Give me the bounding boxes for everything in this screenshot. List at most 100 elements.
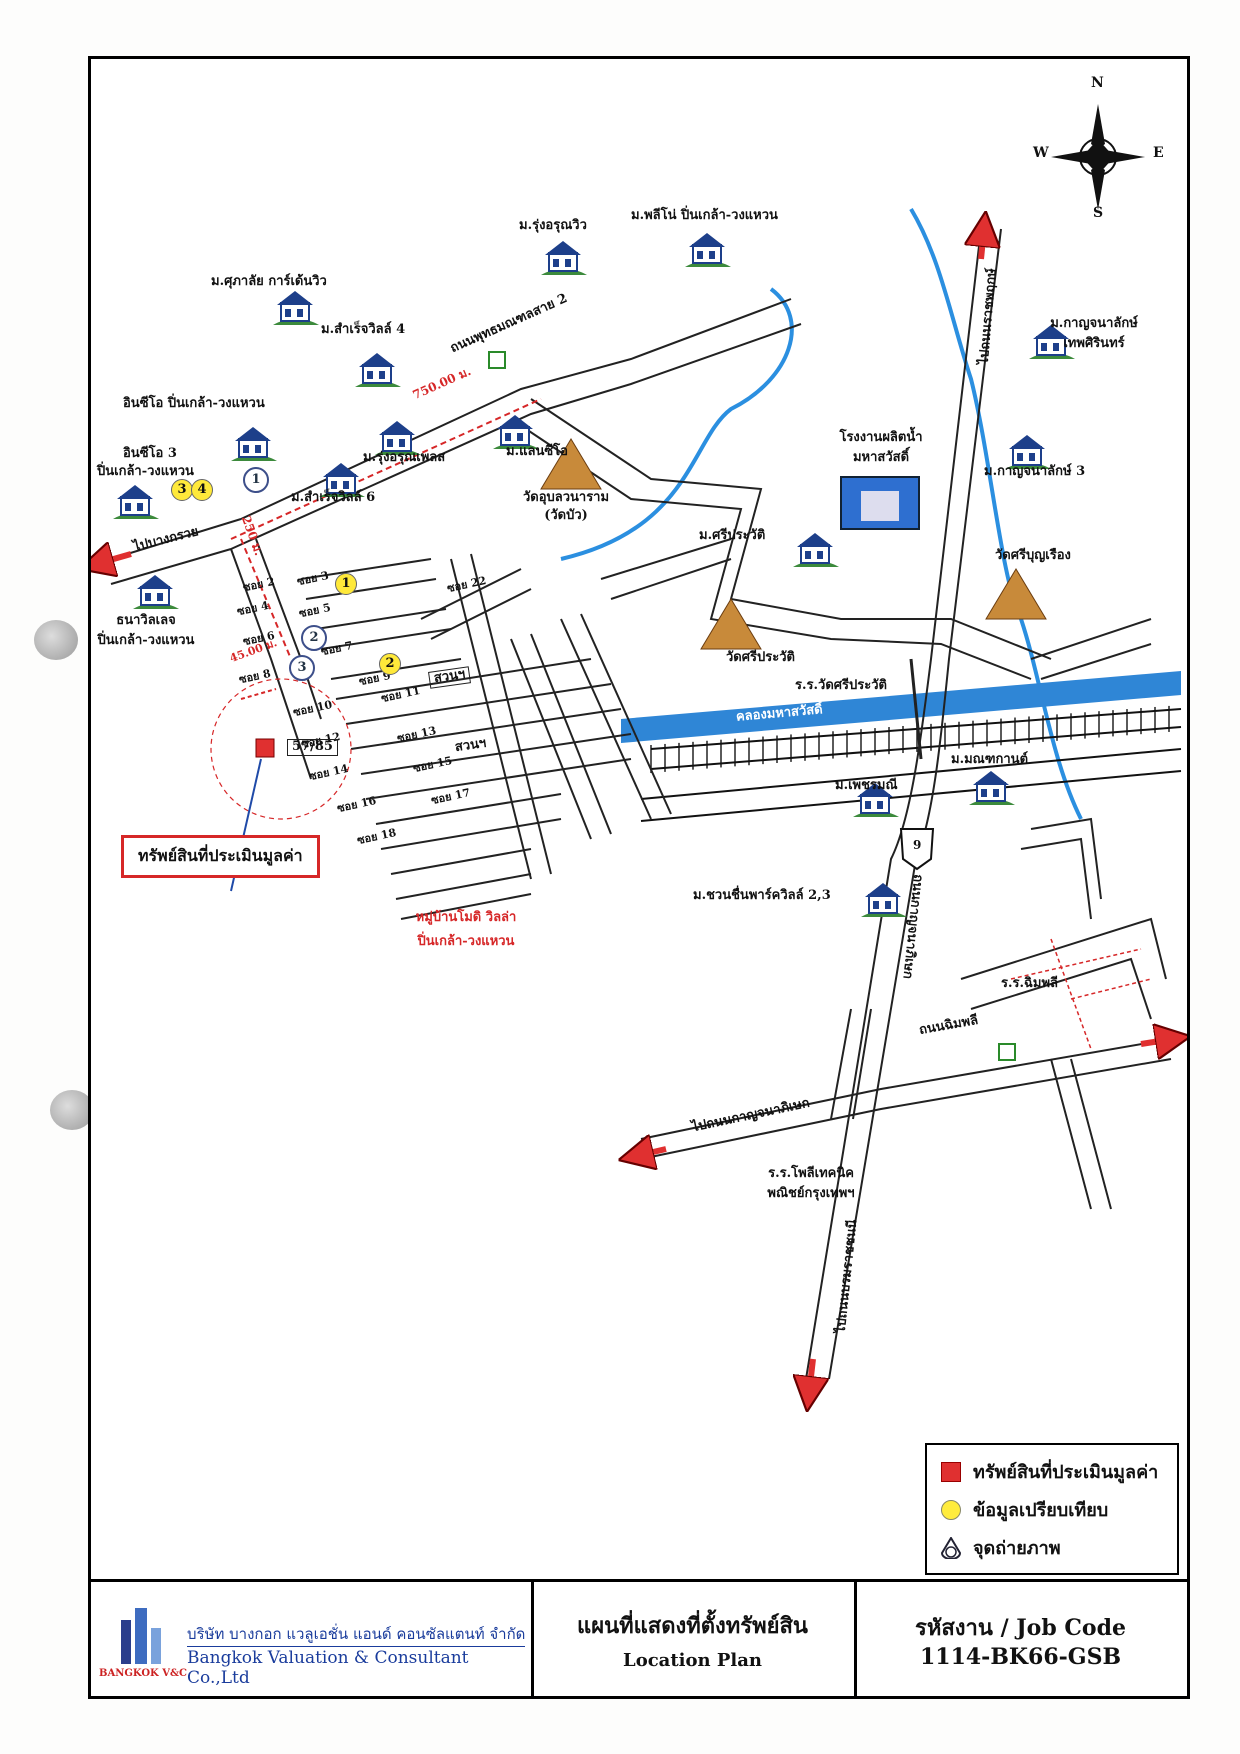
job-code-cell: รหัสงาน / Job Code 1114-BK66-GSB <box>854 1582 1187 1699</box>
label-tanawilej: ธนาวิลเลจ <box>116 613 176 628</box>
photo-point-marker: 1 <box>243 467 269 493</box>
comparison-marker: 3 <box>171 479 193 501</box>
store-icon <box>488 351 506 369</box>
label-insiso: อินซีโอ ปิ่นเกล้า-วงแหวน <box>123 396 265 411</box>
plan-title-th: แผนที่แสดงที่ตั้งทรัพย์สิน <box>577 1613 808 1639</box>
label-factory: มหาสวัสดิ์ <box>852 450 910 465</box>
company-name-th: บริษัท บางกอก แวลูเอชั่น แอนด์ คอนซัลแตน… <box>187 1622 526 1647</box>
label-kanjana3: ม.กาญจนาลักษ์ 3 <box>984 464 1086 479</box>
house-icon <box>851 779 901 819</box>
legend-row-subject: ทรัพย์สินที่ประเมินมูลค่า <box>941 1457 1158 1486</box>
location-map <box>91 104 1187 1579</box>
legend-photo-label: จุดถ่ายภาพ <box>973 1538 1061 1559</box>
label-wat-ubon: (วัดบัว) <box>544 508 588 523</box>
lot-number: 57/85 <box>287 739 338 756</box>
river <box>560 287 794 561</box>
arrow-east <box>1140 1039 1173 1044</box>
label-factory: โรงงานผลิตน้ำ <box>839 430 923 445</box>
photo-point-marker: 3 <box>289 655 315 681</box>
title-block: BANGKOK V&C บริษัท บางกอก แวลูเอชั่น แอน… <box>91 1579 1187 1699</box>
house-icon <box>131 571 181 611</box>
highway-shield <box>899 828 935 871</box>
temple-icon <box>985 568 1047 620</box>
highway-number: 9 <box>913 838 922 852</box>
house-icon <box>229 423 279 463</box>
label-insiso3: ปิ่นเกล้า-วงแหวน <box>97 464 194 479</box>
canal <box>621 671 1181 743</box>
compass-rose <box>1051 104 1145 210</box>
label-kanjana: เทพศิรินทร์ <box>1063 336 1125 351</box>
photo-point-icon <box>941 1536 961 1559</box>
punch-hole <box>34 620 78 660</box>
compass-west-label: W <box>1033 145 1049 161</box>
company-name-en: Bangkok Valuation & Consultant Co.,Ltd <box>187 1648 469 1688</box>
compass-north-label: N <box>1091 75 1104 91</box>
label-wat-sriboonruang: วัดศรีบุญเรือง <box>995 548 1071 563</box>
house-icon <box>373 417 423 457</box>
company-cell: BANGKOK V&C บริษัท บางกอก แวลูเอชั่น แอน… <box>91 1582 534 1699</box>
soi-grid <box>300 553 672 920</box>
store-icon <box>998 1043 1016 1061</box>
compass-south-label: S <box>1093 205 1104 221</box>
house-icon <box>539 237 589 277</box>
legend-comparison-label: ข้อมูลเปรียบเทียบ <box>973 1500 1109 1521</box>
legend-subject-label: ทรัพย์สินที่ประเมินมูลค่า <box>973 1462 1159 1483</box>
job-code-value: 1114-BK66-GSB <box>919 1644 1122 1670</box>
subject-radius <box>210 678 352 820</box>
arrow-north <box>981 229 984 260</box>
compass-east-label: E <box>1153 145 1164 161</box>
house-icon <box>967 767 1017 807</box>
plan-title-cell: แผนที่แสดงที่ตั้งทรัพย์สิน Location Plan <box>531 1582 857 1699</box>
house-icon <box>317 459 367 499</box>
subject-property-tag: ทรัพย์สินที่ประเมินมูลค่า <box>121 835 320 878</box>
house-icon <box>683 229 733 269</box>
photo-point-marker: 2 <box>301 625 327 651</box>
plan-title-en: Location Plan <box>623 1650 762 1671</box>
job-code-label: รหัสงาน / Job Code <box>915 1615 1126 1641</box>
temple-icon <box>540 438 602 490</box>
comparison-marker: 2 <box>379 653 401 675</box>
distance-750 <box>230 398 542 540</box>
distance-250 <box>240 538 292 660</box>
label-rung-arun-view: ม.รุ่งอรุณวิว <box>519 218 587 233</box>
arrow-west <box>96 554 132 564</box>
label-supalai: ม.ศุภาลัย การ์เด้นวิว <box>211 274 327 289</box>
label-wat-sriprawat: วัดศรีประวัติ <box>726 650 795 665</box>
house-icon <box>791 529 841 569</box>
legend: ทรัพย์สินที่ประเมินมูลค่า ข้อมูลเปรียบเท… <box>925 1443 1179 1575</box>
label-petchmanee: ม.เพชรมณี <box>835 778 898 793</box>
label-moji-villa: หมู่บ้านโมดิ วิลล่า <box>415 910 517 925</box>
road-ratchaphruek <box>805 228 982 1380</box>
distance-45 <box>240 688 277 700</box>
arrow-sw <box>636 1149 667 1156</box>
road-main <box>230 323 802 550</box>
label-rung-arun-place: ม.รุ่งอรุณเพลส <box>363 450 446 465</box>
label-lanceo: ม.แลนซีโอ <box>506 444 568 459</box>
house-icon <box>1003 431 1053 471</box>
house-icon <box>491 411 541 451</box>
label-chuanchuen: ม.ชวนชื่นพาร์ควิลล์ 2,3 <box>693 888 831 903</box>
company-logo-text: BANGKOK V&C <box>99 1668 187 1679</box>
label-samrej4: ม.สำเร็จวิลล์ 4 <box>321 322 406 337</box>
legend-row-comparison: ข้อมูลเปรียบเทียบ <box>941 1495 1108 1524</box>
company-logo-icon <box>121 1608 161 1664</box>
temple-icon <box>700 598 762 650</box>
label-pleno: ม.พลีโน่ ปิ่นเกล้า-วงแหวน <box>631 208 778 223</box>
label-kanjana: ม.กาญจนาลักษ์ <box>1050 316 1138 331</box>
house-icon <box>271 287 321 327</box>
house-icon <box>111 481 161 521</box>
label-sriprawat: ม.ศรีประวัติ <box>699 528 766 543</box>
house-icon <box>353 349 403 389</box>
label-school-sriprawat: ร.ร.วัดศรีประวัติ <box>795 678 887 693</box>
comparison-swatch <box>941 1499 961 1520</box>
label-moji-villa: ปิ่นเกล้า-วงแหวน <box>417 934 515 949</box>
map-frame: N S W E ม.รุ่งอรุณวิว ม.พลีโน่ ปิ่นเกล้า… <box>88 56 1190 1699</box>
label-wat-ubon: วัดอุบลวนาราม <box>522 490 610 505</box>
label-polytechnic: ร.ร.โพลีเทคนิค <box>768 1166 854 1181</box>
subject-plot <box>255 738 275 758</box>
label-polytechnic: พณิชย์กรุงเทพฯ <box>767 1186 855 1201</box>
house-icon <box>859 879 909 919</box>
label-insiso3: อินซีโอ 3 <box>123 446 177 461</box>
comparison-marker: 4 <box>191 479 213 501</box>
subject-swatch <box>941 1461 961 1482</box>
